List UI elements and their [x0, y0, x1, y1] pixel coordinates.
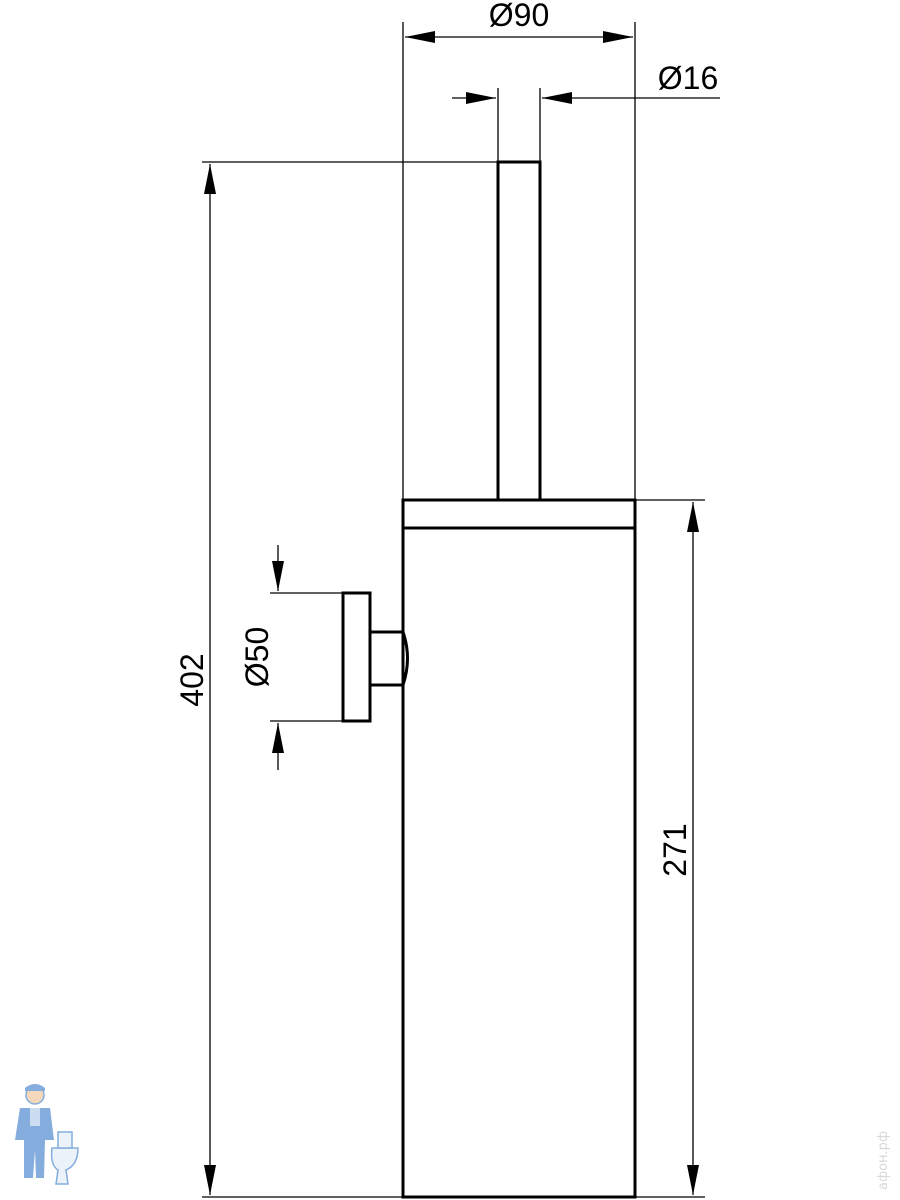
dimension-outer-diameter: Ø90 — [402, 0, 636, 500]
dimension-wall-mount-diameter: Ø50 — [239, 545, 343, 770]
brush-handle — [496, 160, 542, 502]
plumber-logo — [15, 1084, 79, 1185]
holder-lid — [401, 498, 637, 530]
holder-body — [401, 526, 637, 1199]
label-total-height: 402 — [174, 653, 210, 706]
wall-mount — [341, 591, 409, 723]
dimension-total-height: 402 — [174, 161, 705, 1198]
label-wall-mount-diameter: Ø50 — [239, 627, 275, 687]
watermark: афон.рф — [876, 1131, 891, 1190]
label-outer-diameter: Ø90 — [489, 0, 549, 33]
dimension-container-height: 271 — [635, 499, 705, 1195]
label-container-height: 271 — [657, 823, 693, 876]
label-handle-diameter: Ø16 — [658, 60, 718, 96]
dimension-handle-diameter: Ø16 — [452, 60, 720, 162]
